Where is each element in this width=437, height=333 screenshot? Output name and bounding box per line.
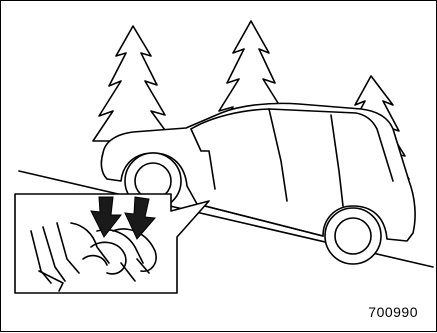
figure-code: 700990 xyxy=(368,304,418,320)
